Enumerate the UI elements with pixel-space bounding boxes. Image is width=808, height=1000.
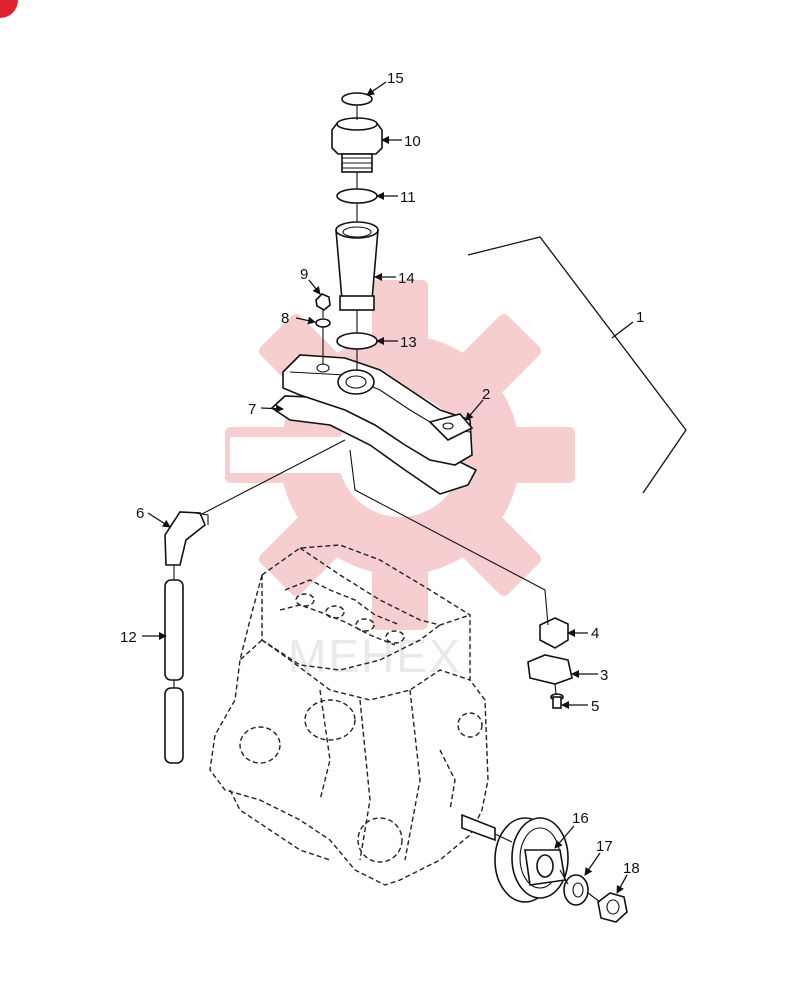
callout-17: 17: [596, 838, 613, 855]
breather-bolt: [550, 693, 564, 709]
breather-elbow: [164, 511, 209, 566]
washer: [563, 874, 589, 906]
breather-hose: [164, 579, 184, 764]
callout-12: 12: [120, 629, 137, 646]
rocker-cover: [282, 354, 474, 466]
callout-labels: 1 2 3 4 5 6 7 8 9 10 11 12 13 14 15 16 1…: [120, 70, 644, 877]
callout-6: 6: [136, 505, 144, 522]
engine-block: [209, 544, 489, 886]
breather-bracket: [527, 654, 573, 685]
callout-8: 8: [281, 310, 289, 327]
callout-11: 11: [400, 189, 416, 206]
callout-4: 4: [591, 625, 599, 642]
assembly-bracket: [467, 236, 687, 494]
cover-nut: [315, 293, 331, 311]
callout-3: 3: [600, 667, 608, 684]
callout-13: 13: [400, 334, 417, 351]
callout-18: 18: [623, 860, 640, 877]
oil-filler-cap: [331, 117, 383, 173]
callout-10: 10: [404, 133, 421, 150]
nut: [597, 892, 628, 923]
crankshaft-pulley: [461, 813, 569, 903]
cover-washer: [315, 318, 331, 328]
callout-15: 15: [387, 70, 404, 87]
callout-9: 9: [300, 266, 308, 283]
callout-1: 1: [636, 309, 644, 326]
oil-filler-neck: [335, 221, 379, 311]
callout-16: 16: [572, 810, 589, 827]
watermark-text: MEHEX: [288, 630, 462, 682]
callout-2: 2: [482, 386, 490, 403]
callout-leaders: [142, 81, 634, 894]
filler-o-ring-lower: [336, 332, 378, 350]
breather-block: [539, 617, 569, 649]
callout-5: 5: [591, 698, 599, 715]
assembly-lines: [173, 105, 601, 903]
callout-7: 7: [248, 401, 256, 418]
filler-o-ring-upper: [336, 188, 378, 204]
callout-14: 14: [398, 270, 415, 287]
corner-badge-icon: [0, 0, 18, 18]
